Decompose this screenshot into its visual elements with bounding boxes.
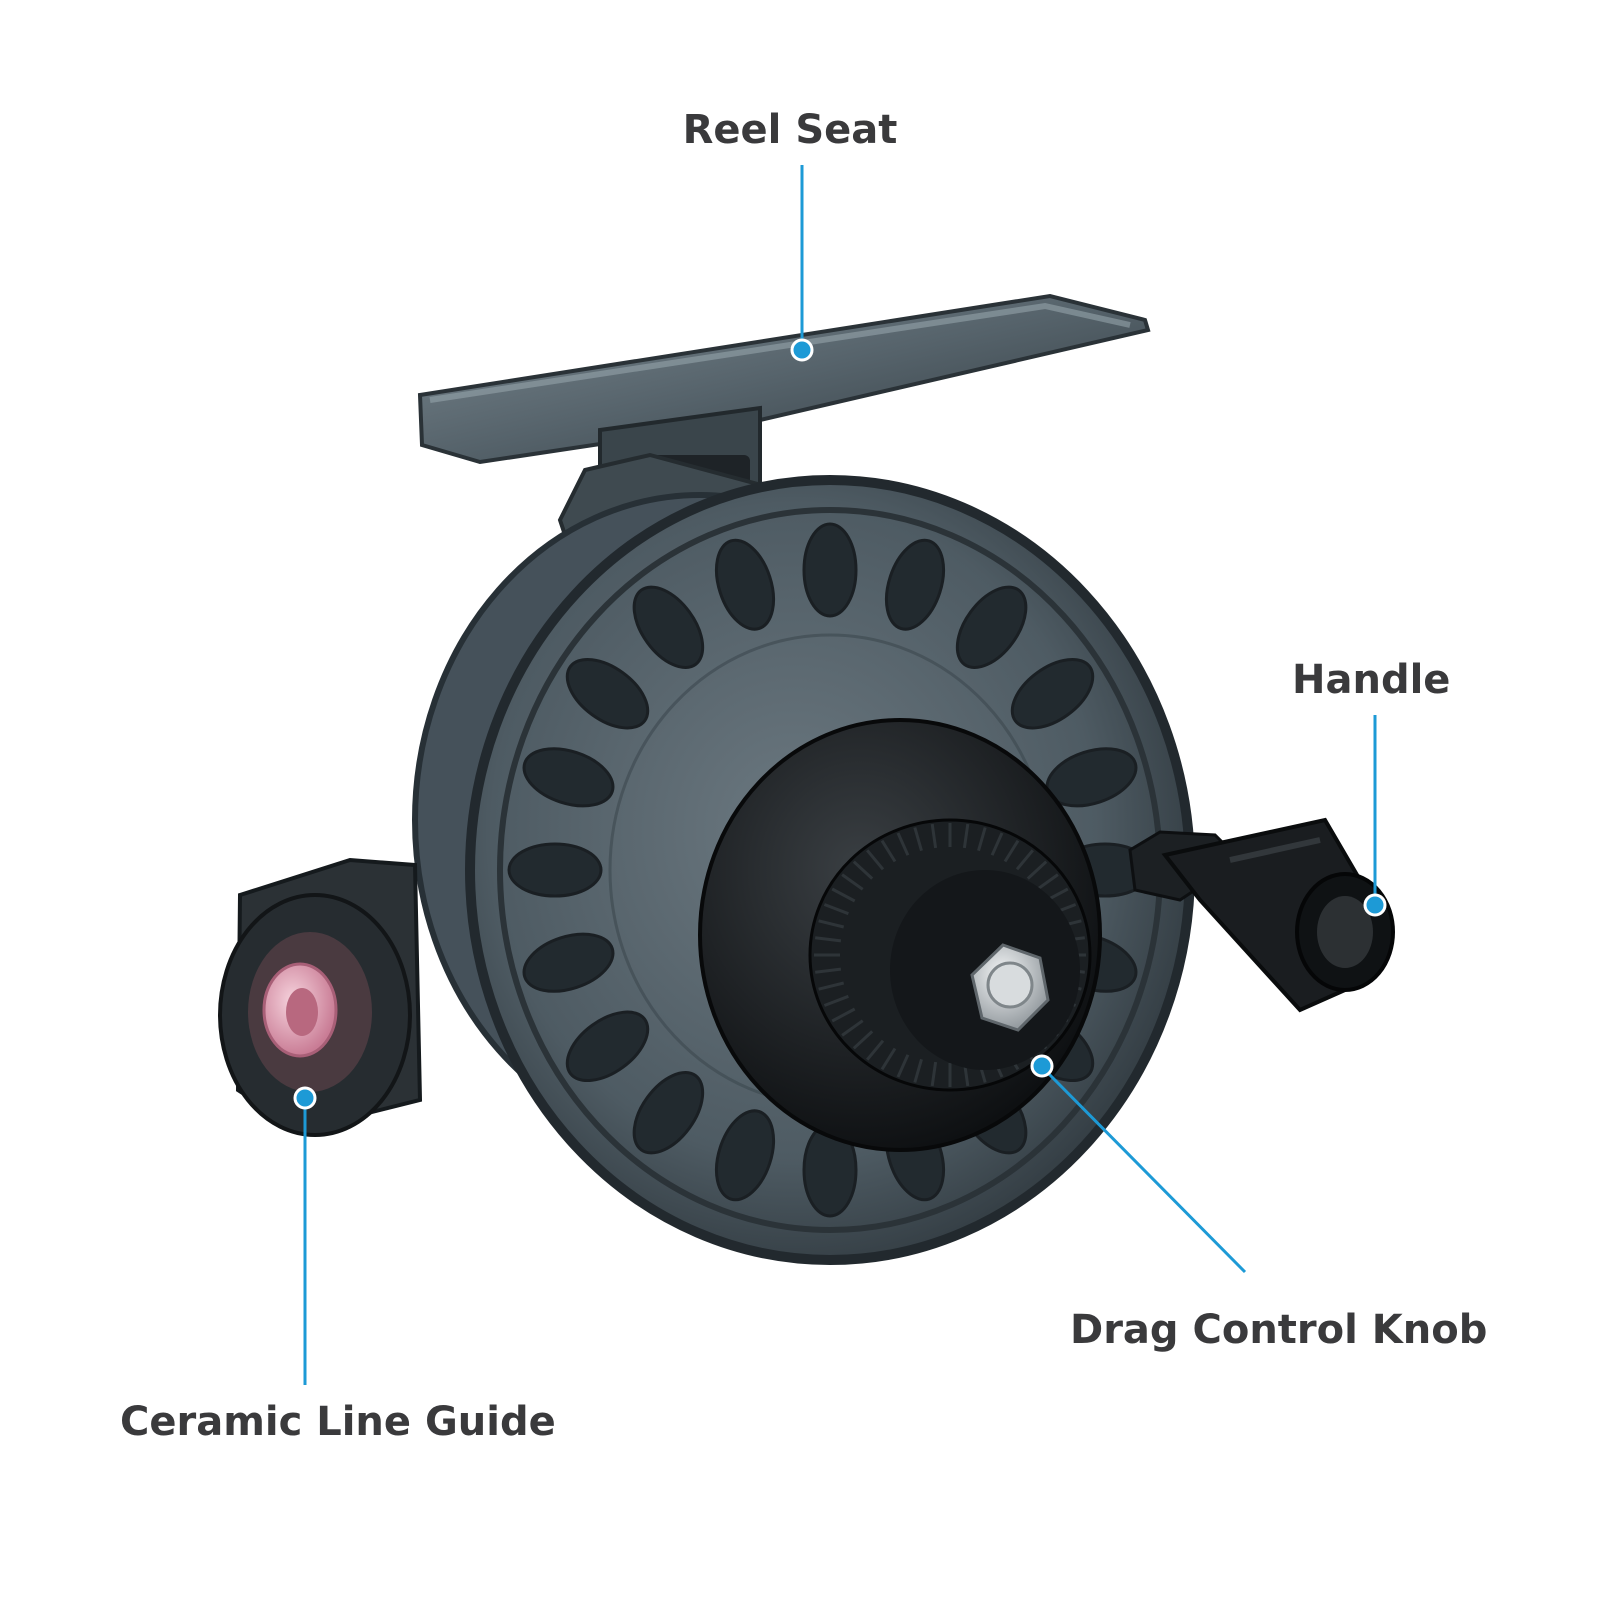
knurl-ridge (831, 1007, 856, 1023)
knurl-ridge (962, 823, 970, 849)
label-drag-control-knob: Drag Control Knob (1070, 1307, 1488, 1353)
callout-dot-guide (293, 1086, 317, 1110)
knurl-ridge (1026, 860, 1048, 880)
knurl-ridge (823, 903, 849, 916)
knurl-ridge (841, 873, 864, 891)
spool-vent-hole (884, 538, 946, 631)
knurl-ridge (930, 1061, 938, 1087)
knurl-ridge (896, 832, 910, 856)
drag-control-knob (698, 718, 1102, 1152)
callout-dot-drag (1030, 1054, 1054, 1078)
callout-line-drag (1043, 1068, 1247, 1274)
callout-dot-handle (1363, 893, 1387, 917)
spool-vent-hole (714, 1109, 776, 1202)
knurl-ridge (852, 860, 874, 880)
knurl-ridge (1015, 849, 1034, 871)
knurl-ridge (841, 1019, 864, 1037)
label-ceramic-line-guide: Ceramic Line Guide (120, 1399, 556, 1445)
knurl-ridge (866, 849, 885, 871)
knurl-ridge (896, 1054, 910, 1078)
spool-vent-hole (1010, 657, 1095, 730)
knurl-ridge (990, 832, 1004, 856)
label-reel-seat-text: Reel Seat (682, 107, 898, 153)
callout-lines (293, 165, 1387, 1385)
knurl-ridge (815, 967, 842, 974)
knurl-ridge (913, 1058, 923, 1083)
reel-handle (1128, 817, 1395, 1013)
knurl-ridge (831, 887, 856, 903)
knurl-ridge (852, 1030, 874, 1050)
knurl-ridge (815, 936, 842, 943)
knurl-ridge (823, 994, 849, 1007)
knurl-ridge (880, 839, 897, 863)
knurl-ridge (1036, 873, 1059, 891)
knurl-ridge (977, 827, 987, 852)
knurl-ridge (818, 919, 845, 929)
knurl-ridge (1003, 839, 1020, 863)
knurl-ridge (913, 827, 923, 852)
spool-vent-hole (632, 1070, 705, 1155)
spool-vent-hole (522, 932, 615, 993)
ceramic-line-guide (262, 962, 338, 1058)
spool-vent-hole (507, 842, 603, 898)
spool-vent-hole (632, 585, 705, 670)
label-reel-seat: Reel Seat (0, 110, 1600, 150)
spool-vent-hole (802, 522, 858, 618)
reel-seat-foot (417, 293, 1151, 513)
knurl-ridge (880, 1047, 897, 1071)
knurl-ridge (930, 823, 938, 849)
callout-dot-reel-seat (790, 338, 814, 362)
spool-vent-hole (714, 538, 776, 631)
knurl-ridge (866, 1039, 885, 1061)
spool-vent-hole (565, 1010, 650, 1083)
spool-vent-hole (522, 747, 615, 808)
spool-vent-hole (565, 657, 650, 730)
spool-vent-hole (955, 585, 1028, 670)
label-handle: Handle (1292, 657, 1451, 703)
knurl-ridge (818, 981, 845, 991)
